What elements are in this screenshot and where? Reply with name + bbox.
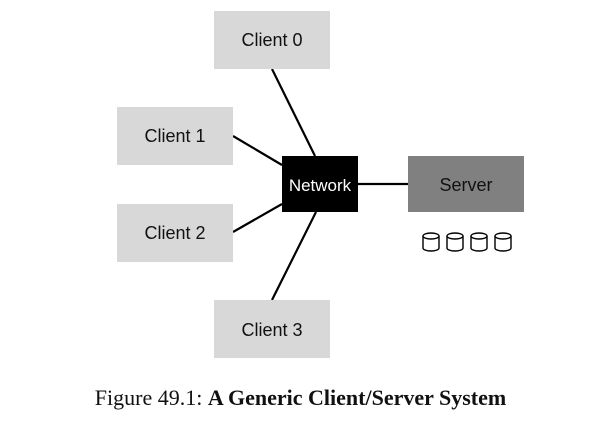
node-server: Server — [408, 156, 524, 212]
node-client-2: Client 2 — [117, 204, 233, 262]
edge-client2-network — [232, 203, 283, 233]
disk-icon — [494, 232, 512, 252]
server-label: Server — [439, 175, 492, 195]
node-network: Network — [282, 156, 358, 212]
edge-client0-network — [271, 68, 316, 157]
disk-icon — [446, 232, 464, 252]
edge-client1-network — [232, 135, 283, 166]
caption-title: A Generic Client/Server System — [207, 385, 507, 410]
client-3-label: Client 3 — [241, 320, 302, 340]
disk-icon — [470, 232, 488, 252]
node-client-3: Client 3 — [214, 300, 330, 358]
connections — [232, 68, 408, 301]
caption-prefix: Figure 49.1: — [94, 385, 203, 410]
client-2-label: Client 2 — [144, 223, 205, 243]
client-0-label: Client 0 — [241, 30, 302, 50]
node-client-1: Client 1 — [117, 107, 233, 165]
node-client-0: Client 0 — [214, 11, 330, 69]
network-label: Network — [289, 176, 352, 195]
client-1-label: Client 1 — [144, 126, 205, 146]
storage-disks — [422, 232, 512, 252]
figure-caption: Figure 49.1: A Generic Client/Server Sys… — [0, 385, 601, 411]
disk-icon — [422, 232, 440, 252]
edge-client3-network — [271, 211, 317, 301]
